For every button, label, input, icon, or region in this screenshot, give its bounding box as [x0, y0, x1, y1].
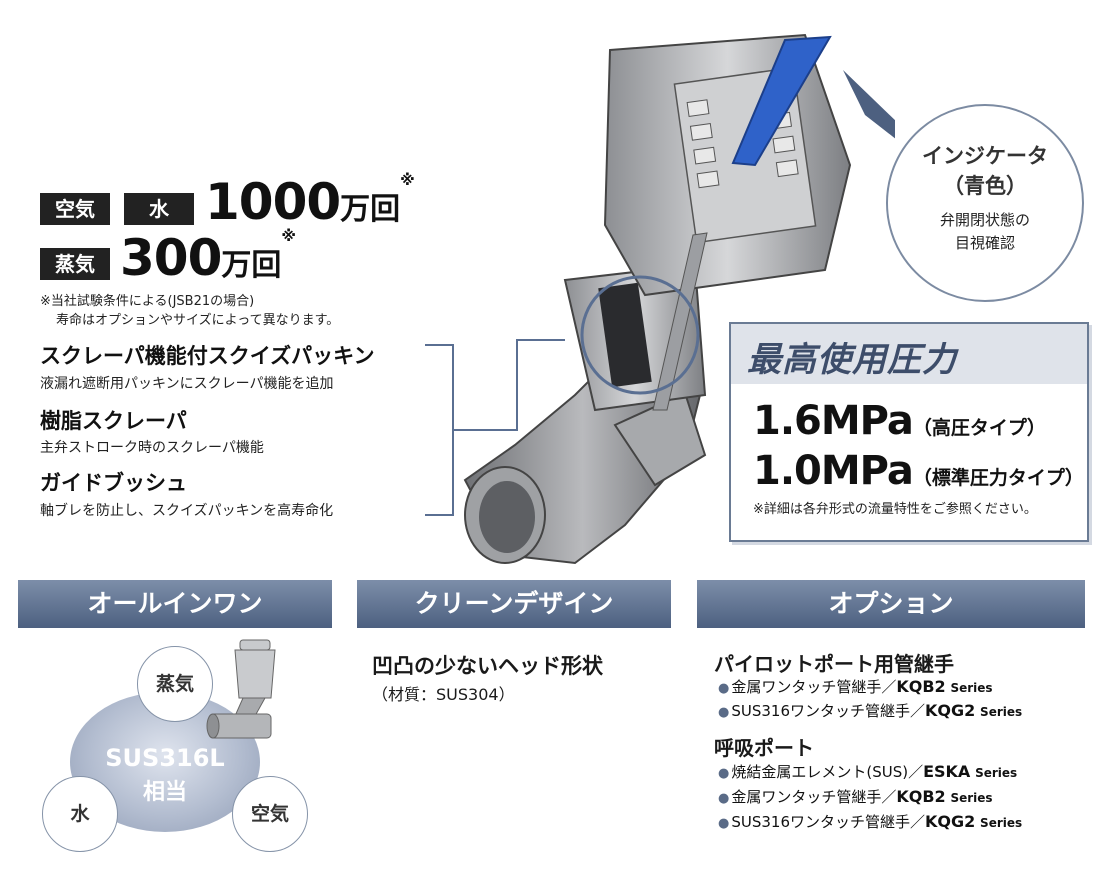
- durability-value-2: 300万回 ※: [120, 229, 296, 284]
- bullet-icon: ●: [718, 681, 730, 696]
- note-mark-2: ※: [281, 227, 296, 245]
- feature-title-squeeze-packing: スクレーパ機能付スクイズパッキン: [40, 344, 375, 368]
- small-valve-illustration: [206, 639, 276, 739]
- option-item-text: SUS316ワンタッチ管継手／: [731, 702, 925, 720]
- option-item-series: Series: [980, 705, 1023, 719]
- option-group-breathing-port: 呼吸ポート: [714, 736, 814, 760]
- option-item: ●金属ワンタッチ管継手／KQB2 Series: [718, 786, 993, 807]
- option-item-model: KQB2: [896, 677, 946, 696]
- option-item-series: Series: [950, 791, 993, 805]
- option-item: ●金属ワンタッチ管継手／KQB2 Series: [718, 676, 993, 697]
- option-item: ●SUS316ワンタッチ管継手／KQG2 Series: [718, 700, 1022, 721]
- pressure-value-high: 1.6MPa: [753, 398, 914, 444]
- option-item-model: KQB2: [896, 787, 946, 806]
- option-item-series: Series: [950, 681, 993, 695]
- bullet-icon: ●: [718, 705, 730, 720]
- value-1000: 1000: [205, 173, 341, 231]
- option-item-model: KQG2: [925, 701, 976, 720]
- lifetime-note: 寿命はオプションやサイズによって異なります。: [56, 313, 340, 328]
- option-item-text: 金属ワンタッチ管継手／: [731, 788, 897, 806]
- tag-air: 空気: [40, 193, 110, 225]
- indicator-title: インジケータ: [922, 144, 1048, 168]
- section-header-option: オプション: [697, 580, 1085, 628]
- option-item-model: ESKA: [923, 762, 971, 781]
- section-header-all-in-one: オールインワン: [18, 580, 332, 628]
- bullet-icon: ●: [718, 766, 730, 781]
- pressure-value-standard: 1.0MPa: [753, 448, 914, 494]
- indicator-color: （青色）: [943, 174, 1027, 198]
- feature-title-guide-bush: ガイドブッシュ: [40, 471, 187, 495]
- unit-man-kai-2: 万回: [221, 248, 282, 283]
- durability-value-1: 1000万回 ※: [205, 173, 415, 228]
- option-item-text: SUS316ワンタッチ管継手／: [731, 813, 925, 831]
- unit-man-kai-1: 万回: [340, 192, 401, 227]
- valve-cutaway-illustration: [463, 33, 895, 565]
- indicator-desc-2: 目視確認: [954, 234, 1015, 252]
- tag-steam: 蒸気: [40, 248, 110, 280]
- pressure-line-high: 1.6MPa（高圧タイプ）: [753, 398, 1046, 444]
- indicator-callout: インジケータ （青色） 弁開閉状態の 目視確認: [886, 104, 1084, 302]
- clean-design-material: （材質：SUS304）: [372, 685, 515, 704]
- option-item-model: KQG2: [925, 812, 976, 831]
- value-300: 300: [120, 229, 222, 287]
- pressure-type-high: （高圧タイプ）: [912, 417, 1046, 439]
- option-item-text: 焼結金属エレメント(SUS)／: [731, 763, 924, 781]
- material-name: SUS316L: [105, 744, 225, 772]
- pressure-type-standard: （標準圧力タイプ）: [912, 467, 1084, 489]
- option-item-series: Series: [980, 816, 1023, 830]
- bubble-air: 空気: [232, 776, 308, 852]
- pressure-note: ※詳細は各弁形式の流量特性をご参照ください。: [753, 502, 1037, 517]
- indicator-desc-1: 弁開閉状態の: [939, 211, 1030, 229]
- note-mark-1: ※: [400, 171, 415, 189]
- option-group-pilot-port: パイロットポート用管継手: [714, 652, 954, 676]
- section-header-clean-design: クリーンデザイン: [357, 580, 671, 628]
- bubble-steam: 蒸気: [137, 646, 213, 722]
- max-pressure-heading-bar: 最高使用圧力: [731, 324, 1087, 384]
- bullet-icon: ●: [718, 816, 730, 831]
- feature-desc-guide-bush: 軸ブレを防止し、スクイズパッキンを高寿命化: [40, 503, 334, 519]
- material-equivalent: 相当: [142, 780, 187, 805]
- max-pressure-box: 最高使用圧力 1.6MPa（高圧タイプ） 1.0MPa（標準圧力タイプ） ※詳細…: [729, 322, 1089, 542]
- option-item: ●焼結金属エレメント(SUS)／ESKA Series: [718, 761, 1017, 782]
- feature-desc-resin-scraper: 主弁ストローク時のスクレーパ機能: [40, 440, 264, 456]
- option-item: ●SUS316ワンタッチ管継手／KQG2 Series: [718, 811, 1022, 832]
- option-item-series: Series: [975, 766, 1018, 780]
- test-condition-note: ※当社試験条件による(JSB21の場合): [40, 294, 255, 309]
- tag-water: 水: [124, 193, 194, 225]
- pressure-line-standard: 1.0MPa（標準圧力タイプ）: [753, 448, 1084, 494]
- option-item-text: 金属ワンタッチ管継手／: [731, 678, 897, 696]
- bubble-water: 水: [42, 776, 118, 852]
- feature-bracket-line: [425, 339, 565, 516]
- bullet-icon: ●: [718, 791, 730, 806]
- feature-title-resin-scraper: 樹脂スクレーパ: [40, 409, 187, 433]
- clean-design-text: 凹凸の少ないヘッド形状: [372, 654, 603, 678]
- max-pressure-heading: 最高使用圧力: [747, 340, 957, 380]
- feature-desc-squeeze-packing: 液漏れ遮断用パッキンにスクレーパ機能を追加: [40, 376, 334, 392]
